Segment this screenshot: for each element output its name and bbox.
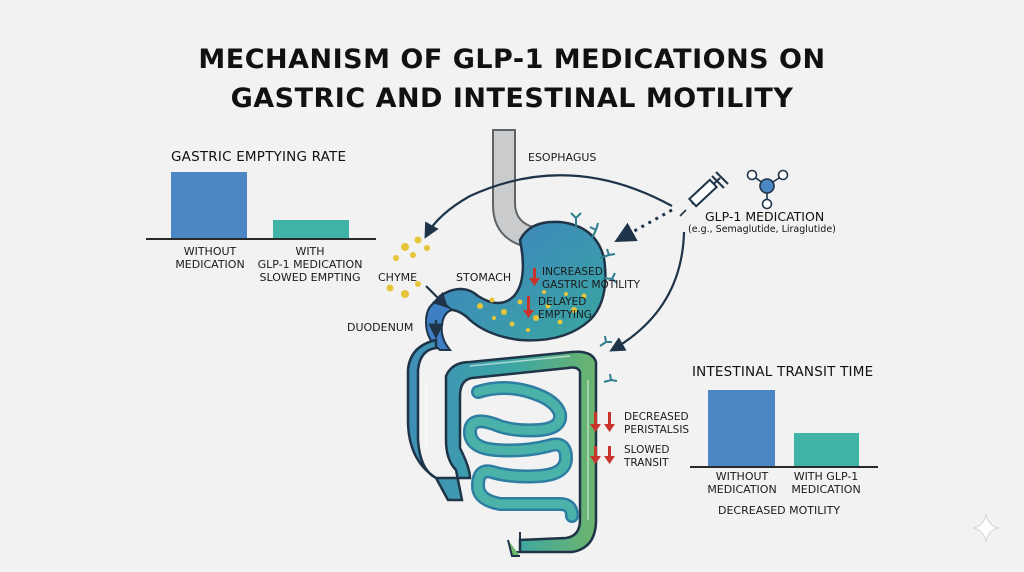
glp1-medication-label: GLP-1 MEDICATION <box>705 209 825 224</box>
chart-title: GASTRIC EMPTYING RATE <box>171 149 347 165</box>
chart-footnote: DECREASED MOTILITY <box>718 504 841 517</box>
glp1-examples-label: (e.g., Semaglutide, Liraglutide) <box>688 224 836 235</box>
decreased-peristalsis-label: DECREASED PERISTALSIS <box>624 411 690 436</box>
chart-bar <box>708 390 775 466</box>
down-arrow-icon <box>529 268 540 286</box>
title-line-1: MECHANISM OF GLP-1 MEDICATIONS ON <box>198 44 826 75</box>
stomach <box>438 212 618 342</box>
feedback-arrows <box>424 174 686 352</box>
molecule-icon <box>746 169 789 210</box>
small-intestine <box>463 381 579 557</box>
category-label: WITH GLP-1 MEDICATION SLOWED EMPTING <box>257 245 363 284</box>
category-label: WITH GLP-1 MEDICATION <box>791 470 861 496</box>
duodenum-label: DUODENUM <box>347 321 414 334</box>
down-arrow-icon <box>604 446 615 464</box>
slowed-transit-label: SLOWED TRANSIT <box>624 444 670 469</box>
red-arrow-icons <box>523 268 615 464</box>
category-label: WITHOUT MEDICATION <box>175 245 245 271</box>
page-title: MECHANISM OF GLP-1 MEDICATIONS ON GASTRI… <box>0 40 1024 118</box>
chart-title: INTESTINAL TRANSIT TIME <box>692 364 874 380</box>
delayed-emptying-label: DELAYED EMPTYING <box>538 296 592 321</box>
down-arrow-icon <box>590 446 601 464</box>
chart-bar <box>171 172 247 238</box>
chart-bar <box>273 220 349 238</box>
increased-gastric-motility-label: INCREASED GASTRIC MOTILITY <box>542 266 641 291</box>
chyme-dots <box>386 236 430 298</box>
chart-baseline <box>146 238 376 240</box>
stomach-label: STOMACH <box>456 271 512 284</box>
chart-baseline <box>690 466 878 468</box>
syringe-icon <box>679 171 729 217</box>
colon-receptor-icons <box>599 335 618 383</box>
down-arrow-icon <box>523 296 534 318</box>
receptor-icons <box>570 212 618 284</box>
chyme-dots-stomach <box>477 290 587 332</box>
chart-bar <box>794 433 859 466</box>
down-arrow-icon <box>604 412 615 432</box>
down-arrow-icon <box>590 412 601 432</box>
sparkle-icon <box>972 513 1000 543</box>
title-line-2: GASTRIC AND INTESTINAL MOTILITY <box>230 83 794 114</box>
chyme-label: CHYME <box>378 271 418 284</box>
esophagus-label: ESOPHAGUS <box>528 151 597 164</box>
category-label: WITHOUT MEDICATION <box>707 470 777 496</box>
